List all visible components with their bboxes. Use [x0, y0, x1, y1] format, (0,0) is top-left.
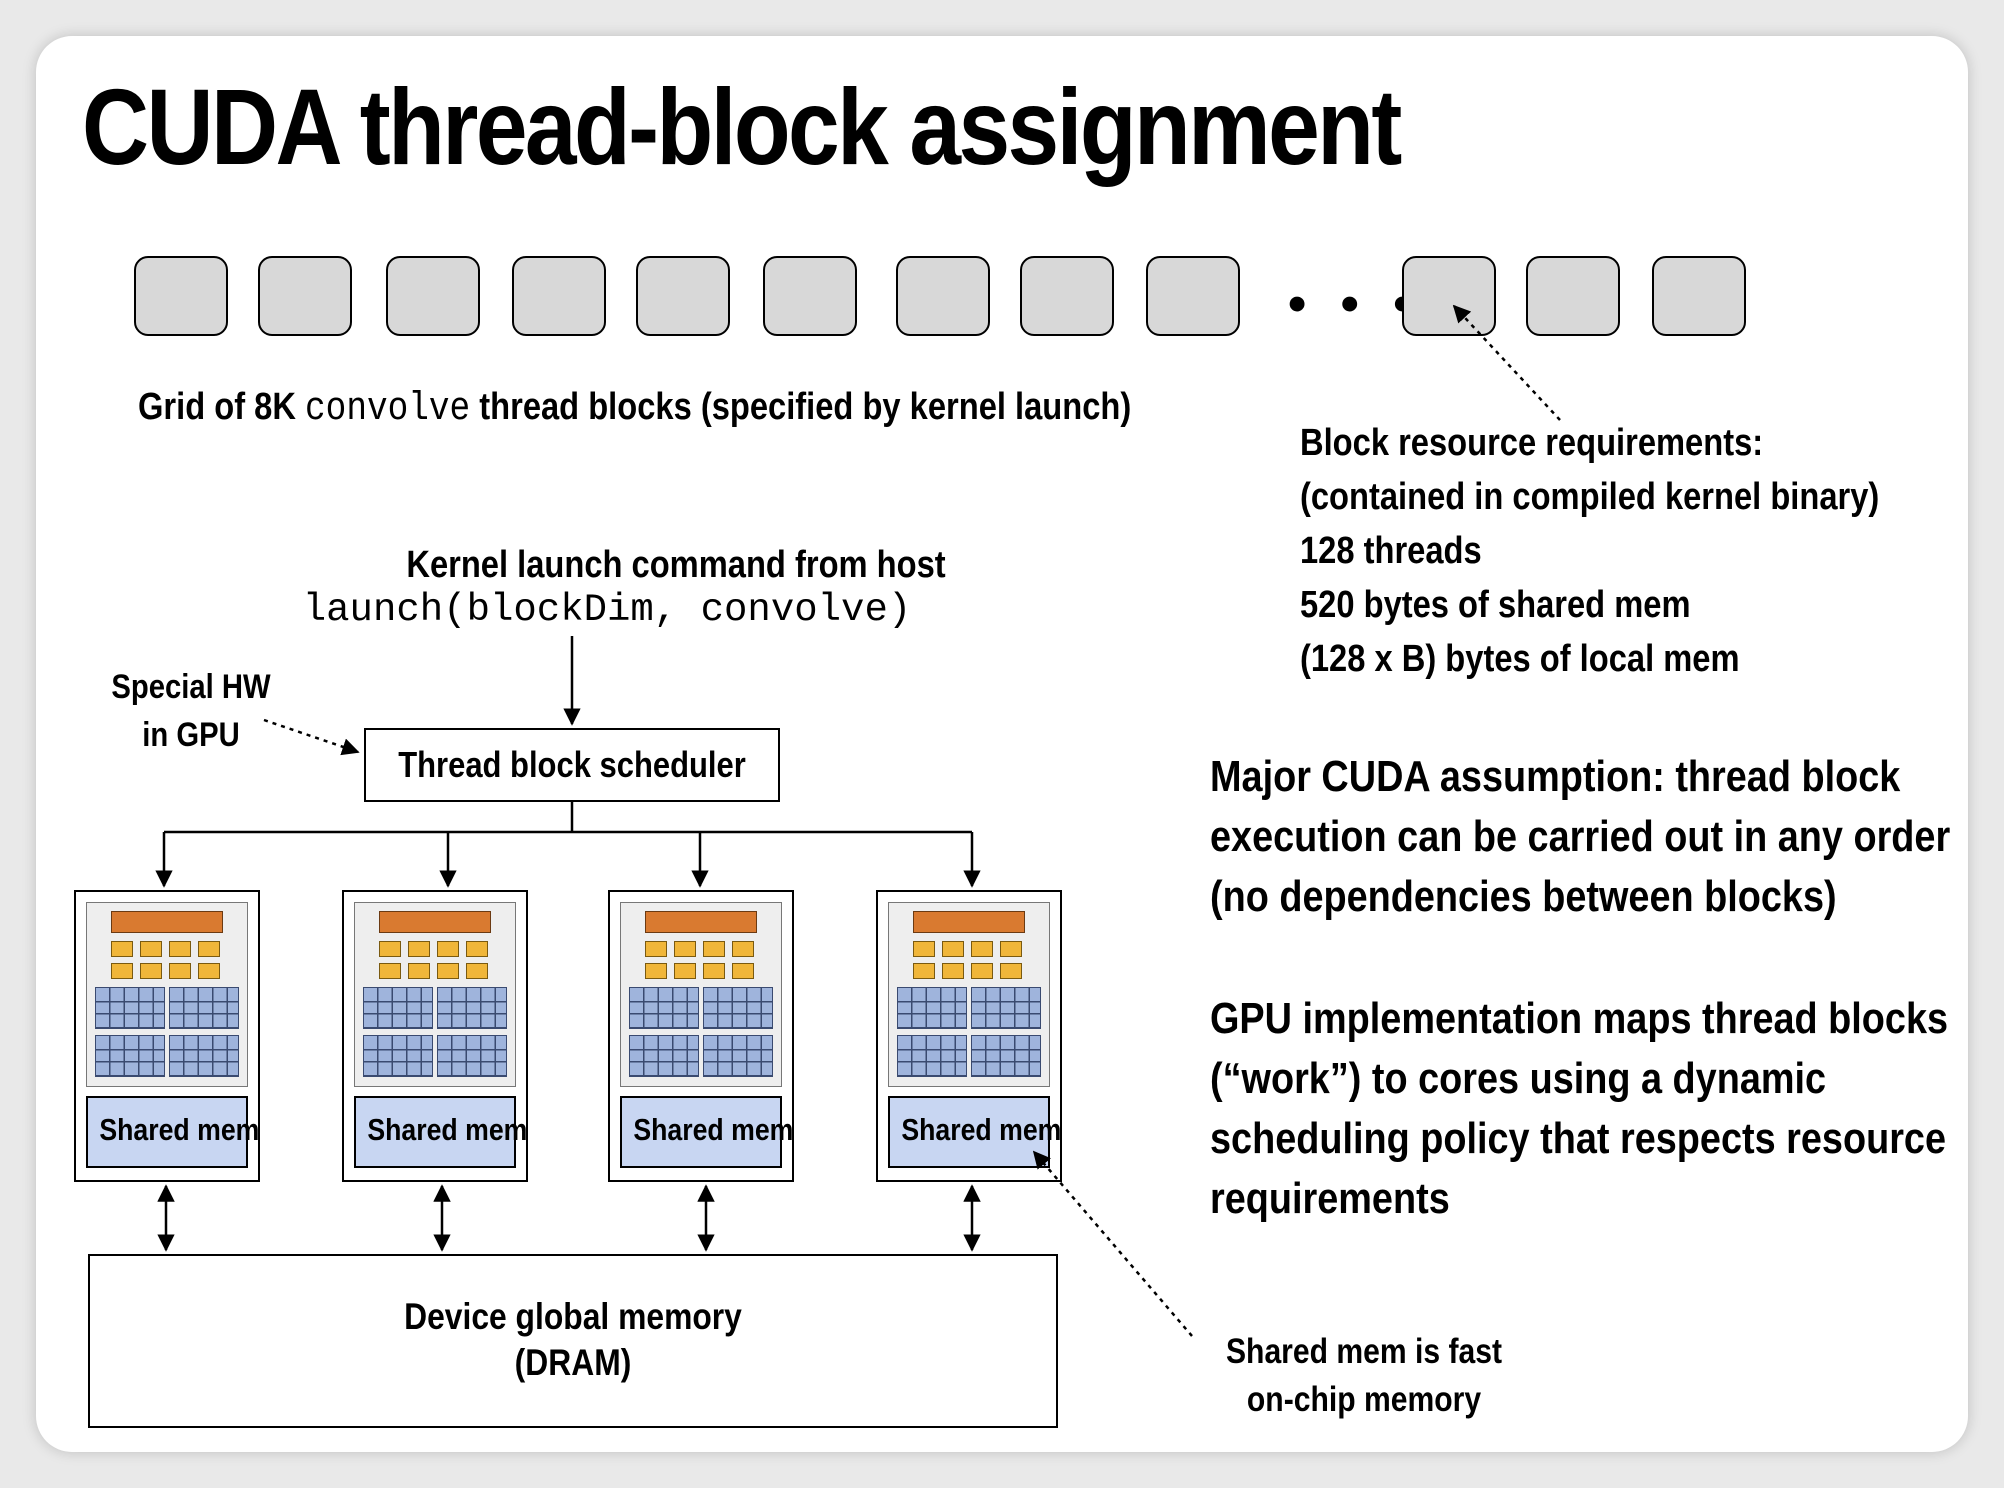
assumption-text: Major CUDA assumption: thread block	[1210, 752, 1901, 801]
thread-block	[636, 256, 730, 336]
shared-mem: Shared mem	[620, 1096, 794, 1168]
resource-line: 128 threads	[1300, 530, 1482, 572]
slide-title: CUDA thread-block assignment	[82, 66, 1402, 187]
fetch-decode-unit	[913, 911, 1025, 933]
connector-lines	[155, 304, 1561, 1337]
thread-block	[1146, 256, 1240, 336]
fetch-decode-unit	[111, 911, 223, 933]
core-units	[620, 902, 782, 1087]
gpu-core: Shared mem	[876, 890, 1062, 1182]
thread-block	[1020, 256, 1114, 336]
grid-caption-code: convolve	[305, 387, 471, 432]
thread-block	[896, 256, 990, 336]
thread-block	[134, 256, 228, 336]
shared-mem: Shared mem	[86, 1096, 260, 1168]
ellipsis: • • •	[1288, 275, 1422, 333]
grid-caption-prefix: Grid of 8K	[138, 386, 306, 428]
shared-mem-label: Shared mem	[99, 1112, 260, 1147]
grid-caption-suffix: thread blocks (specified by kernel launc…	[470, 386, 1132, 428]
implementation-text: requirements	[1210, 1174, 1450, 1223]
shared-mem: Shared mem	[354, 1096, 528, 1168]
thread-block	[1402, 256, 1496, 336]
core-units	[354, 902, 516, 1087]
special-hw-label: in GPU	[142, 716, 240, 754]
device-global-memory	[88, 1254, 1058, 1428]
shared-mem: Shared mem	[888, 1096, 1062, 1168]
shared-mem-note: on-chip memory	[1246, 1380, 1482, 1419]
implementation-text: (“work”) to cores using a dynamic	[1210, 1054, 1827, 1103]
fetch-decode-unit	[645, 911, 757, 933]
implementation-text: GPU implementation maps thread blocks	[1210, 994, 1949, 1043]
thread-block	[258, 256, 352, 336]
special-hw-arrow	[263, 718, 360, 756]
shared-mem-label: Shared mem	[633, 1112, 794, 1147]
thread-block	[1652, 256, 1746, 336]
thread-block	[386, 256, 480, 336]
shared-mem-label: Shared mem	[367, 1112, 528, 1147]
launch-title: Kernel launch command from host	[406, 544, 946, 586]
slide: CUDA thread-block assignment • • • Grid …	[36, 36, 1968, 1452]
resource-line: (128 x B) bytes of local mem	[1300, 638, 1740, 680]
core-units	[888, 902, 1050, 1087]
thread-block	[763, 256, 857, 336]
shared-mem-note-arrow	[1032, 1150, 1193, 1337]
shared-mem-label: Shared mem	[901, 1112, 1062, 1147]
thread-block-scheduler	[364, 728, 780, 802]
implementation-text: scheduling policy that respects resource	[1210, 1114, 1947, 1163]
scheduler-label: Thread block scheduler	[398, 744, 746, 785]
core-units	[86, 902, 248, 1087]
resource-line: 520 bytes of shared mem	[1300, 584, 1691, 626]
resource-heading: Block resource requirements:	[1300, 422, 1764, 464]
resource-arrow	[1452, 304, 1561, 421]
thread-block	[1526, 256, 1620, 336]
resource-line: (contained in compiled kernel binary)	[1300, 476, 1880, 518]
fetch-decode-unit	[379, 911, 491, 933]
grid-caption: Grid of 8K convolve thread blocks (speci…	[138, 386, 1131, 432]
gpu-core: Shared mem	[608, 890, 794, 1182]
assumption-text: execution can be carried out in any orde…	[1210, 812, 1951, 861]
dram-label: (DRAM)	[514, 1342, 632, 1383]
dram-label: Device global memory	[404, 1296, 742, 1337]
gpu-core: Shared mem	[74, 890, 260, 1182]
shared-mem-note: Shared mem is fast	[1225, 1332, 1503, 1371]
gpu-core: Shared mem	[342, 890, 528, 1182]
assumption-text: (no dependencies between blocks)	[1210, 872, 1837, 921]
launch-code: launch(blockDim, convolve)	[302, 588, 912, 632]
thread-block	[512, 256, 606, 336]
special-hw-label: Special HW	[111, 668, 271, 706]
